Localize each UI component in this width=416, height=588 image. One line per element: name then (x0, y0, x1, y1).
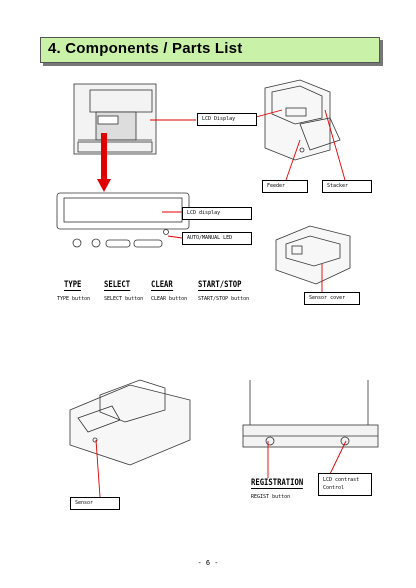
page-number: - 6 - (197, 559, 219, 567)
callout-lcd-display-panel: LCD display (182, 207, 252, 220)
machine-drawing-bottom-left (69, 379, 191, 466)
clear-button-label: CLEAR (151, 280, 173, 291)
callout-lcd-display-top: LCD Display (197, 113, 257, 126)
callout-auto-manual-led: AUTO/MANUAL LED (182, 232, 252, 245)
type-button-label: TYPE (64, 280, 82, 291)
callout-lcd-contrast-line1: LCD contrast (323, 477, 360, 483)
section-header: 4. Components / Parts List (40, 37, 380, 63)
start-stop-button-label: START/STOP (198, 280, 242, 291)
red-down-arrow (97, 133, 111, 192)
page-title: 4. Components / Parts List (48, 40, 243, 57)
callout-stacker: Stacker (322, 180, 372, 193)
select-button-caption: SELECT button (104, 296, 144, 302)
callout-sensor-cover: Sensor cover (304, 292, 360, 305)
machine-photo-top-left (73, 83, 157, 155)
machine-drawing-top-right (264, 79, 341, 161)
registration-button-label: REGISTRATION (251, 478, 304, 489)
callout-feeder: Feeder (262, 180, 308, 193)
callout-lcd-contrast: LCD contrast Control (318, 473, 372, 496)
start-stop-button-caption: START/STOP button (198, 296, 250, 302)
control-panel-drawing (56, 192, 190, 248)
registration-button-caption: REGIST button (251, 494, 291, 500)
select-button-label: SELECT (104, 280, 131, 291)
callout-sensor: Sensor (70, 497, 120, 510)
sensor-cover-drawing (275, 225, 351, 285)
callout-lcd-contrast-line2: Control (323, 485, 345, 491)
clear-button-caption: CLEAR button (151, 296, 188, 302)
machine-drawing-bottom-right (242, 380, 379, 448)
type-button-caption: TYPE button (57, 296, 91, 302)
